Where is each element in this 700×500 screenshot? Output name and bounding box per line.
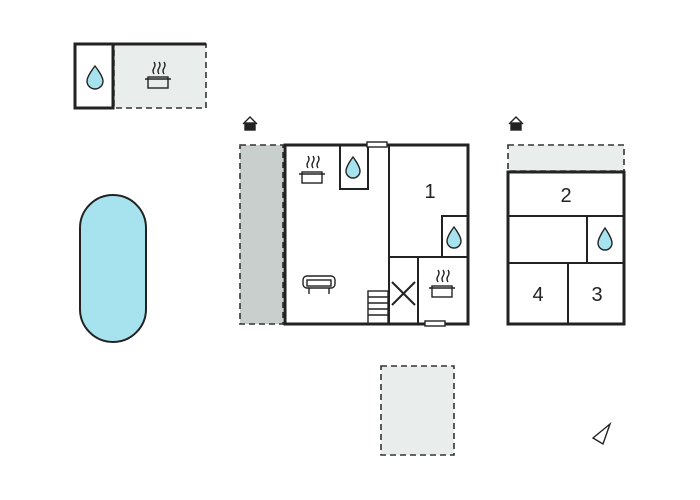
water-drop-icon [345, 155, 361, 179]
stairs-icon [367, 290, 389, 325]
house-entrance-icon [242, 116, 258, 131]
cooking-pot-icon [299, 155, 325, 184]
cooking-pot-icon [145, 61, 171, 89]
room-4-label: 4 [532, 284, 543, 306]
annex-terrace [507, 144, 625, 172]
outdoor-kitchen-terrace [113, 43, 207, 109]
room-2-label: 2 [560, 185, 571, 207]
water-drop-icon [86, 64, 104, 90]
sofa-icon [302, 275, 336, 294]
covered-carport [239, 144, 284, 325]
room-3-label: 3 [591, 284, 602, 306]
parking-area [380, 365, 455, 456]
compass-arrow-icon [591, 421, 612, 446]
house-entrance-icon [508, 116, 524, 131]
swimming-pool [79, 194, 147, 343]
water-drop-icon [597, 226, 613, 251]
room-1-label: 1 [424, 181, 435, 203]
outdoor-kitchen-area [73, 42, 207, 110]
main-house: 1 [283, 141, 470, 327]
cooking-pot-icon [429, 269, 455, 298]
annex-house: 2 4 3 [506, 170, 626, 326]
water-drop-icon [446, 225, 462, 249]
